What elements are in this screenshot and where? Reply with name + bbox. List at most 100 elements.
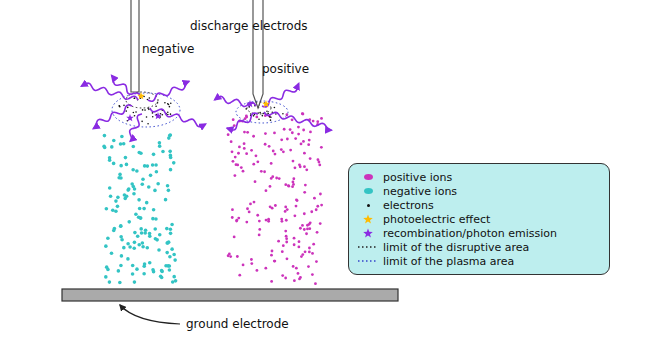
legend-row: limit of the disruptive area: [357, 240, 603, 254]
particle: [307, 143, 310, 146]
particle: [132, 185, 136, 189]
particle: [320, 204, 323, 207]
particle: [242, 264, 245, 267]
particle: [125, 194, 129, 198]
particle: [170, 223, 174, 227]
legend-text: negative ions: [383, 185, 457, 198]
particle: [108, 186, 112, 190]
particle: [166, 184, 170, 188]
legend-row: limit of the plasma area: [357, 254, 603, 268]
particle: [293, 214, 296, 217]
legend-swatch: [364, 174, 373, 180]
legend-sample: [357, 241, 379, 253]
star-symbol: [363, 215, 373, 224]
particle: [125, 163, 129, 167]
photon-wave: [262, 84, 299, 107]
particle: [285, 237, 288, 240]
particle: [281, 274, 284, 277]
particle: [280, 218, 283, 221]
legend-text: electrons: [383, 199, 434, 212]
particle: [168, 104, 170, 106]
particle: [145, 201, 149, 205]
particle: [151, 217, 155, 221]
particle: [252, 135, 255, 138]
particle: [149, 174, 153, 178]
particle: [127, 220, 131, 224]
particle: [119, 105, 121, 107]
particle: [169, 168, 173, 172]
particle: [246, 131, 249, 134]
particle: [165, 251, 169, 255]
particle: [242, 170, 245, 173]
particle: [151, 268, 155, 272]
particle: [301, 113, 304, 116]
particle: [232, 118, 235, 121]
particle: [172, 275, 176, 279]
negative-electrode: [131, 0, 139, 92]
particle: [285, 219, 288, 222]
particle: [310, 210, 313, 213]
particle: [119, 224, 123, 228]
particle: [248, 211, 251, 214]
particle: [106, 237, 110, 241]
particle: [305, 168, 308, 171]
particle: [144, 109, 146, 111]
particle: [153, 189, 157, 193]
particle: [160, 269, 164, 273]
particle: [296, 199, 299, 202]
particle: [234, 156, 237, 159]
particle: [143, 262, 147, 266]
particle: [300, 255, 303, 258]
particle: [270, 162, 273, 165]
particle: [293, 279, 296, 282]
photon-wave: [112, 76, 140, 98]
particle: [284, 230, 287, 233]
particle: [269, 205, 272, 208]
particle: [277, 240, 280, 243]
particle: [292, 160, 295, 163]
particle: [283, 128, 286, 131]
particle: [167, 103, 169, 105]
particle: [231, 208, 234, 211]
particle: [303, 152, 306, 155]
particle: [237, 217, 240, 220]
particle: [151, 163, 155, 167]
particle: [281, 250, 284, 253]
particle: [155, 106, 157, 108]
particle: [133, 280, 137, 284]
particle: [250, 262, 253, 265]
particle: [170, 113, 172, 115]
particle: [137, 216, 141, 220]
particle: [120, 238, 124, 242]
particle: [284, 205, 287, 208]
particle: [134, 115, 136, 117]
particle: [313, 197, 316, 200]
particle: [273, 260, 276, 263]
photon-wave: [264, 112, 331, 130]
electrode-label: negative: [142, 42, 194, 56]
part-label: ground electrode: [186, 317, 289, 331]
particle: [258, 118, 260, 120]
particle: [297, 272, 300, 275]
particle: [254, 180, 257, 183]
particle: [271, 175, 274, 178]
particle: [119, 235, 123, 239]
dotted-line-symbol: [358, 246, 378, 248]
particle: [137, 151, 141, 155]
particle: [169, 227, 173, 231]
particle: [141, 241, 145, 245]
particle: [294, 166, 297, 169]
particle: [297, 246, 300, 249]
particle: [128, 245, 132, 249]
photon-wave: [215, 96, 256, 106]
photon-wave: [227, 113, 258, 130]
particle: [165, 227, 169, 231]
particle: [293, 243, 296, 246]
event-star: [154, 112, 162, 119]
particle: [312, 243, 315, 246]
particle: [238, 146, 241, 149]
particle: [275, 177, 278, 180]
particle: [229, 255, 232, 258]
particle: [269, 185, 272, 188]
particle: [291, 131, 294, 134]
